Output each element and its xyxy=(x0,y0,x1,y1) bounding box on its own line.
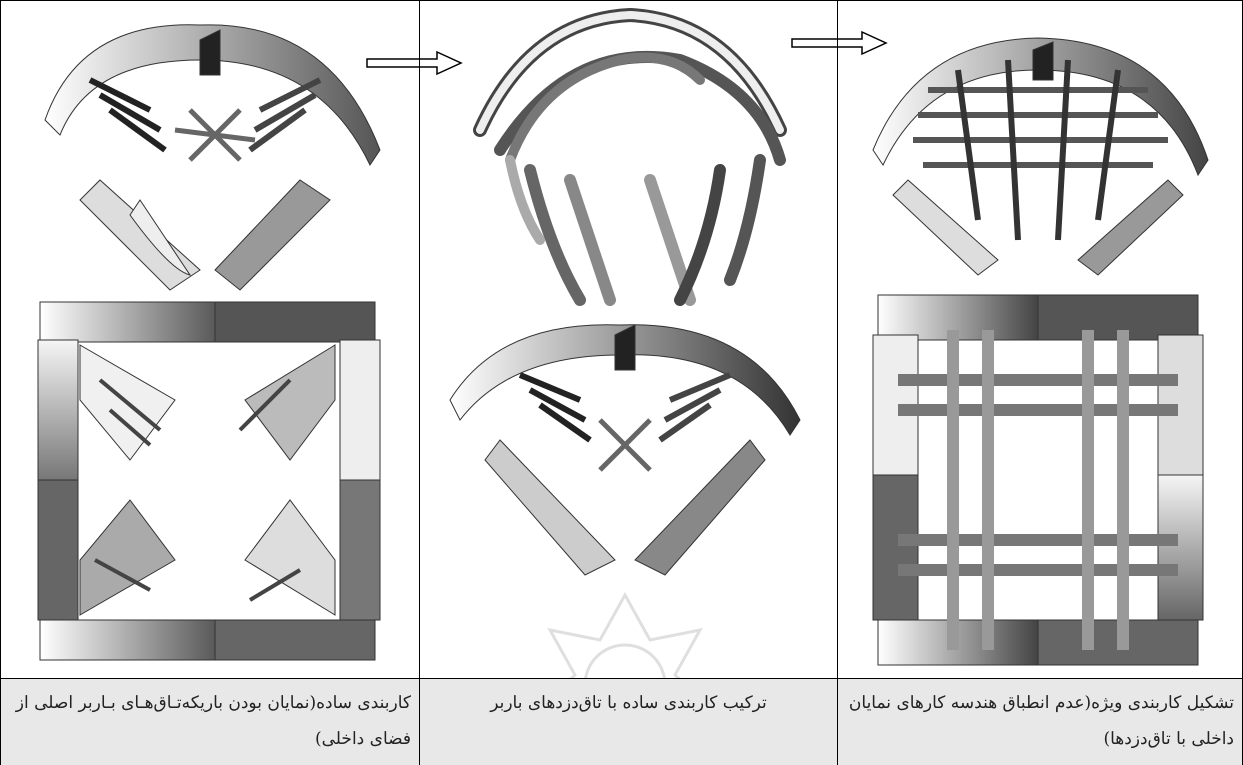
plan-view-left xyxy=(38,302,380,660)
caption-left: کاربندی ساده(نمایان بودن باریکه‌تـاق‌هـا… xyxy=(1,679,419,765)
special-karbandi-illustration xyxy=(838,0,1243,678)
plan-view-right xyxy=(873,295,1203,665)
column-divider xyxy=(419,0,420,765)
border-left xyxy=(0,0,1,765)
column-middle-figures xyxy=(420,0,837,678)
column-right-figures xyxy=(838,0,1243,678)
border-top xyxy=(0,0,1243,1)
rib-arches-middle xyxy=(480,15,780,300)
column-divider xyxy=(837,0,838,765)
arrow-right-icon xyxy=(365,50,465,76)
dome-perspective-right xyxy=(873,38,1208,275)
caption-middle: ترکیب کاربندی ساده با تاق‌دزدهای باربر xyxy=(420,679,837,765)
arrow-right-icon xyxy=(790,30,890,56)
column-left-figures xyxy=(0,0,419,678)
dome-perspective-middle xyxy=(450,325,800,575)
simple-karbandi-illustration xyxy=(0,0,419,678)
dome-perspective-left xyxy=(45,25,380,290)
caption-right: تشکیل کاربندی ویژه(عدم انطباق هندسه کاره… xyxy=(838,679,1242,765)
combined-karbandi-illustration xyxy=(420,0,837,678)
